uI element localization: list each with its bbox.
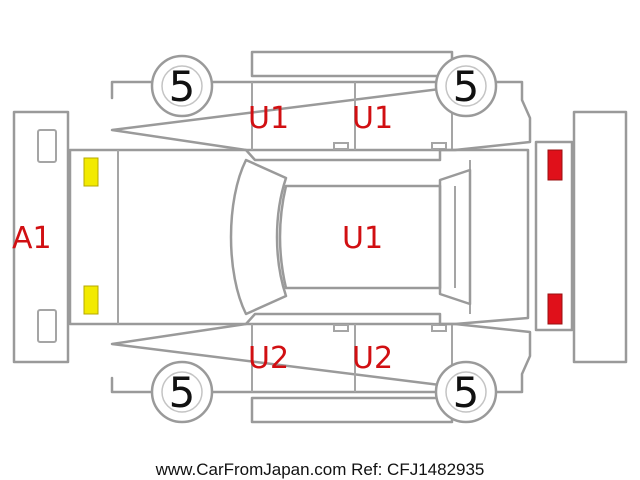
headlights: [83, 157, 99, 315]
headlight-right: [83, 285, 99, 315]
headlight-left: [83, 157, 99, 187]
car-body-top-view: [68, 148, 530, 326]
tire-bottom-rear-score: 5: [453, 368, 480, 417]
label-roof: U1: [342, 221, 383, 256]
tire-top-rear: 5: [434, 54, 498, 118]
taillight-left: [547, 149, 563, 181]
windshield: [229, 158, 288, 316]
tire-bottom-front-score: 5: [169, 368, 196, 417]
rear-window: [438, 168, 472, 306]
tire-bottom-rear: 5: [434, 360, 498, 424]
rear-bumper: [572, 110, 628, 364]
tire-bottom-front: 5: [150, 360, 214, 424]
tire-top-front: 5: [150, 54, 214, 118]
label-left-rear-door: U1: [352, 101, 393, 136]
label-left-front-door: U1: [248, 101, 289, 136]
label-right-rear-door: U2: [352, 341, 393, 376]
label-front-bumper: A1: [12, 221, 52, 256]
label-right-front-door: U2: [248, 341, 289, 376]
bottom-side-skirt: [250, 396, 454, 424]
top-side-skirt: [250, 50, 454, 78]
front-bumper: [12, 110, 70, 364]
taillights: [534, 140, 574, 332]
footer-reference: www.CarFromJapan.com Ref: CFJ1482935: [155, 460, 485, 479]
tire-top-rear-score: 5: [453, 62, 480, 111]
tire-top-front-score: 5: [169, 62, 196, 111]
top-side-panel: [110, 80, 532, 152]
taillight-right: [547, 293, 563, 325]
roof-panel: [278, 184, 442, 290]
